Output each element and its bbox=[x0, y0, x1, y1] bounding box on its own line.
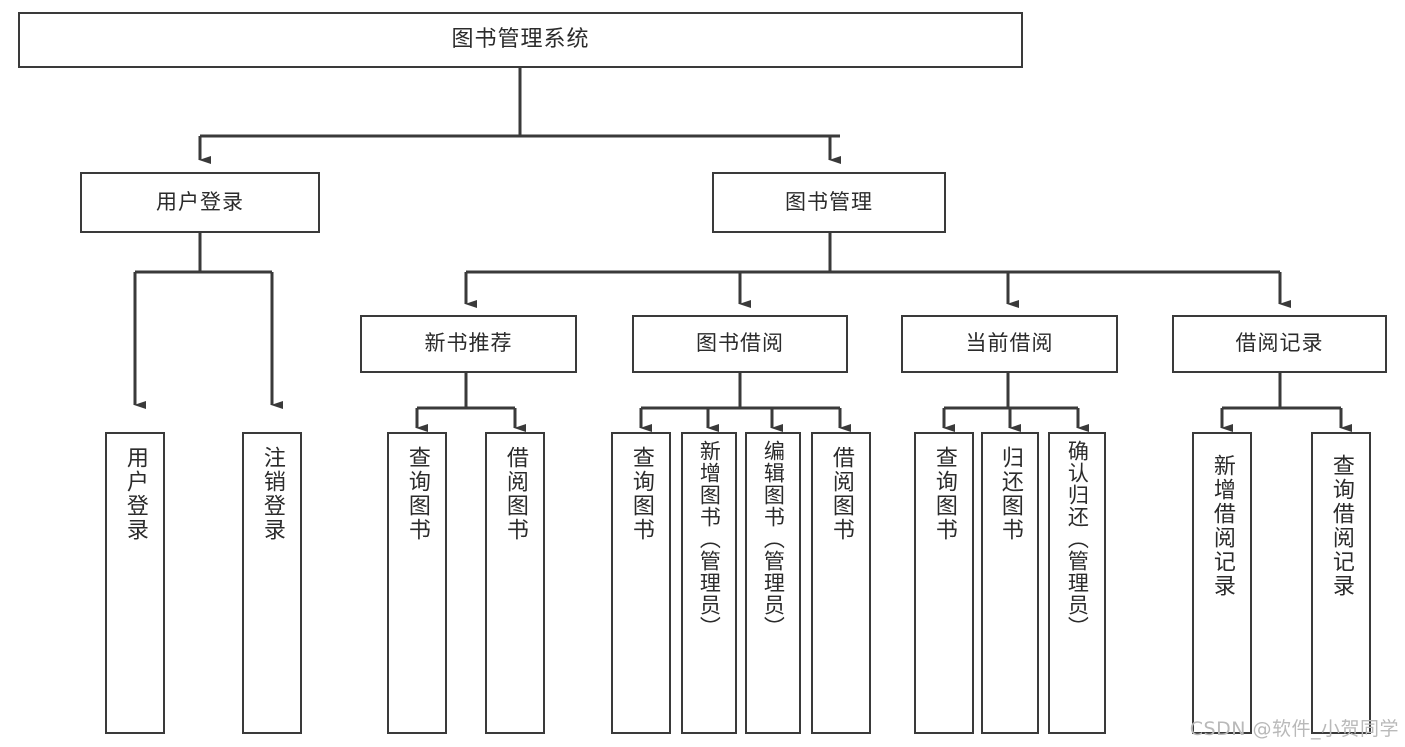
leaf-new-book-query[interactable]: 查询图书 bbox=[387, 432, 447, 734]
node-user-login-label: 用户登录 bbox=[156, 189, 244, 214]
leaf-book-borrow-borrow[interactable]: 借阅图书 bbox=[811, 432, 871, 734]
node-book-management-label: 图书管理 bbox=[785, 189, 873, 214]
watermark-text: CSDN @软件_小贺同学 bbox=[1189, 718, 1399, 740]
leaf-book-borrow-add[interactable]: 新增图书（管理员） bbox=[681, 432, 737, 734]
leaf-current-borrow-query[interactable]: 查询图书 bbox=[914, 432, 974, 734]
leaf-new-book-borrow[interactable]: 借阅图书 bbox=[485, 432, 545, 734]
node-user-login[interactable]: 用户登录 bbox=[80, 172, 320, 233]
node-borrow-record-label: 借阅记录 bbox=[1235, 331, 1324, 356]
leaf-label: 新增借阅记录 bbox=[1209, 454, 1235, 598]
leaf-label: 查询图书 bbox=[628, 446, 654, 542]
leaf-book-borrow-edit[interactable]: 编辑图书（管理员） bbox=[745, 432, 801, 734]
node-book-management[interactable]: 图书管理 bbox=[712, 172, 946, 233]
leaf-label: 借阅图书 bbox=[502, 446, 528, 542]
leaf-label: 借阅图书 bbox=[828, 446, 854, 542]
node-current-borrow[interactable]: 当前借阅 bbox=[901, 315, 1118, 373]
leaf-label: 用户登录 bbox=[122, 446, 148, 542]
node-root-label: 图书管理系统 bbox=[451, 26, 590, 52]
node-current-borrow-label: 当前借阅 bbox=[965, 331, 1054, 356]
leaf-current-borrow-return[interactable]: 归还图书 bbox=[981, 432, 1039, 734]
leaf-label: 确认归还（管理员） bbox=[1065, 440, 1090, 638]
leaf-book-borrow-query[interactable]: 查询图书 bbox=[611, 432, 671, 734]
leaf-label: 查询图书 bbox=[404, 446, 430, 542]
leaf-borrow-record-add[interactable]: 新增借阅记录 bbox=[1192, 432, 1252, 734]
node-borrow-record[interactable]: 借阅记录 bbox=[1172, 315, 1387, 373]
leaf-label: 查询图书 bbox=[931, 446, 957, 542]
node-new-book-recommend[interactable]: 新书推荐 bbox=[360, 315, 577, 373]
leaf-user-login-login[interactable]: 用户登录 bbox=[105, 432, 165, 734]
leaf-user-login-logout[interactable]: 注销登录 bbox=[242, 432, 302, 734]
leaf-label: 注销登录 bbox=[259, 446, 285, 542]
node-root-system[interactable]: 图书管理系统 bbox=[18, 12, 1023, 68]
leaf-label: 归还图书 bbox=[997, 446, 1023, 542]
leaf-label: 查询借阅记录 bbox=[1328, 454, 1354, 598]
leaf-current-borrow-confirm-return[interactable]: 确认归还（管理员） bbox=[1048, 432, 1106, 734]
leaf-label: 新增图书（管理员） bbox=[697, 440, 722, 638]
node-book-borrow[interactable]: 图书借阅 bbox=[632, 315, 848, 373]
node-book-borrow-label: 图书借阅 bbox=[696, 331, 784, 356]
leaf-borrow-record-query[interactable]: 查询借阅记录 bbox=[1311, 432, 1371, 734]
node-new-book-recommend-label: 新书推荐 bbox=[424, 331, 513, 356]
leaf-label: 编辑图书（管理员） bbox=[761, 440, 786, 638]
